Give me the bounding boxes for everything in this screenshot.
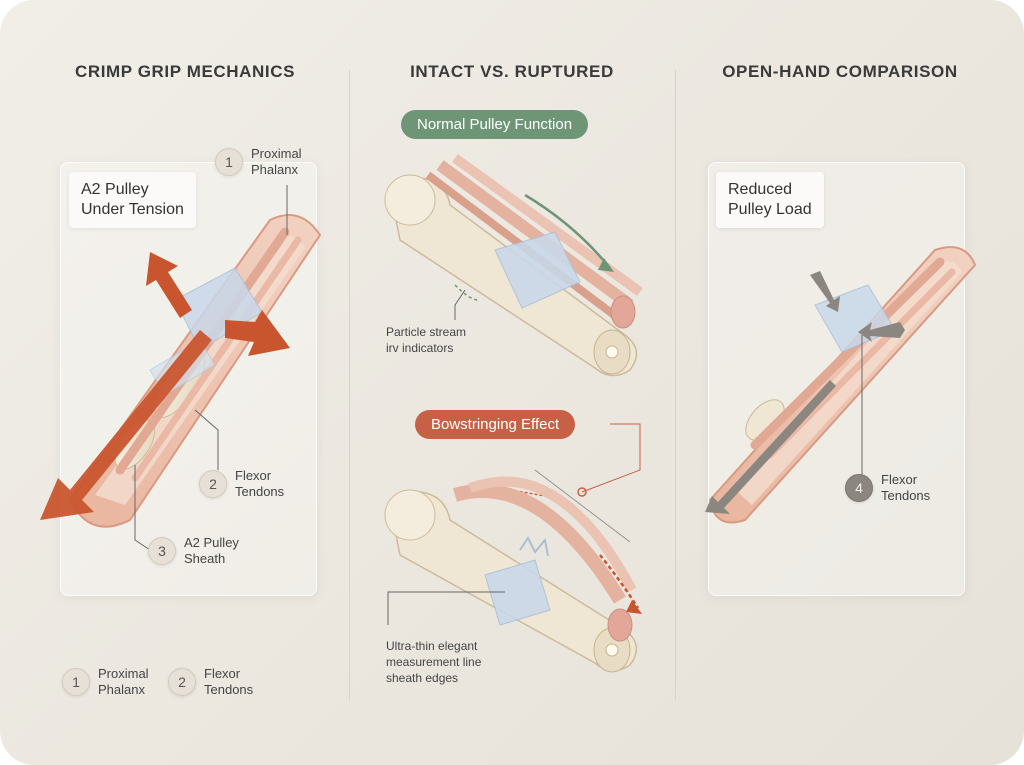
legend-item-flexor-tendons: 2 Flexor Tendons [168,666,253,698]
flexor-tendon [750,257,945,450]
callout-text: Flexor Tendons [235,468,285,499]
a2-pulley-band [494,231,581,309]
callout-number: 3 [148,537,176,565]
callout-flexor-tendons-open-hand: 4 Flexor Tendons [845,472,930,504]
callout-text: Proximal Phalanx [251,146,302,177]
callout-a2-pulley-sheath: 3 A2 Pulley Sheath [148,535,239,567]
column-divider [675,70,676,700]
bowstringing-pill: Bowstringing Effect [415,410,576,439]
particle-stream-note: Particle stream irv indicators [386,325,467,355]
bowstringing-tendon [453,484,626,604]
measurement-line-note: Ultra-thin elegant measurement line shea… [386,639,482,685]
legend-text: Proximal Phalanx [98,666,149,697]
callout-proximal-phalanx: 1 Proximal Phalanx [215,146,302,178]
legend-number: 1 [62,668,90,696]
legend-item-proximal-phalanx: 1 Proximal Phalanx [62,666,149,698]
reduced-pulley-load-label: Reduced Pulley Load [716,172,824,228]
callout-text: Flexor Tendons [881,472,931,503]
callout-number: 4 [845,474,873,502]
callout-number: 2 [199,470,227,498]
ruptured-sheath [484,559,551,626]
a2-pulley-label: A2 Pulley Under Tension [69,172,196,228]
heading-intact-vs-ruptured: INTACT VS. RUPTURED [410,62,614,81]
legend-text: Flexor Tendons [204,666,254,697]
flexor-tendon [436,160,634,310]
callout-number: 1 [215,148,243,176]
column-divider [349,70,350,700]
force-arrows [40,252,290,520]
normal-pulley-pill: Normal Pulley Function [401,110,589,139]
callout-text: A2 Pulley Sheath [184,535,239,566]
heading-crimp-grip: CRIMP GRIP MECHANICS [74,62,296,81]
reduced-load-arrows [705,271,905,514]
callout-flexor-tendons: 2 Flexor Tendons [199,468,284,500]
legend-number: 2 [168,668,196,696]
heading-open-hand: OPEN-HAND COMPARISON [722,62,958,81]
